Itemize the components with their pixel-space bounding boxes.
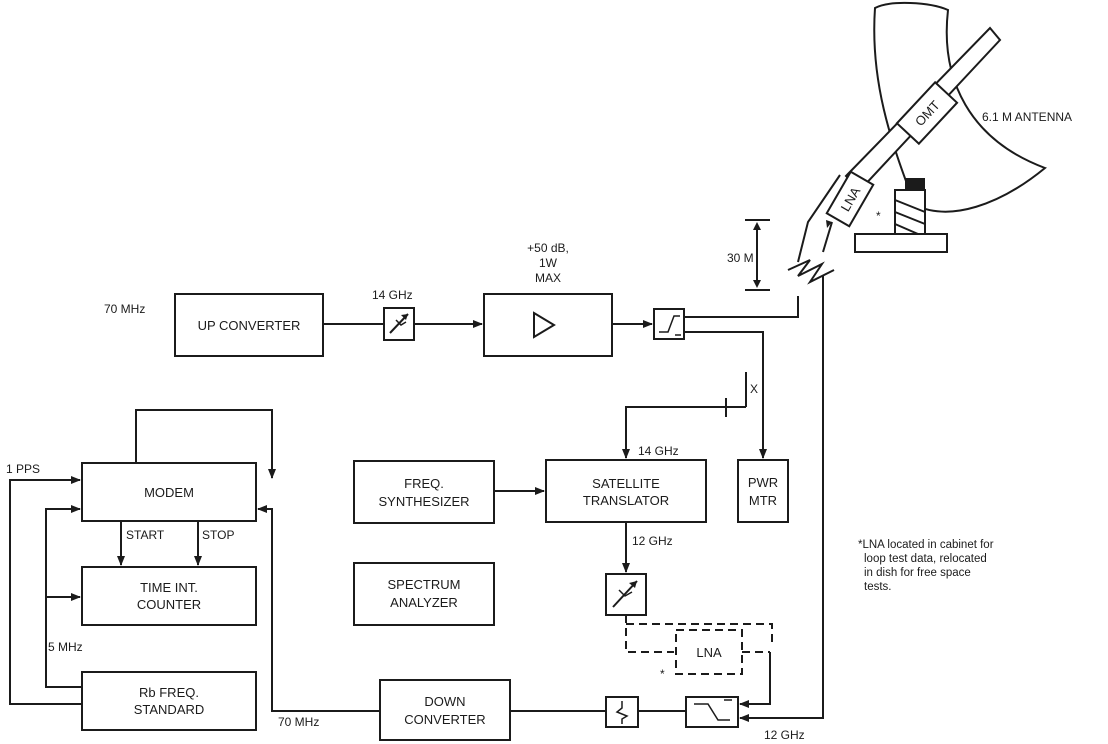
coupler-uplink <box>653 308 685 340</box>
note-line-4: tests. <box>864 581 891 593</box>
attenuator-downlink <box>605 573 647 616</box>
amplifier-triangle-icon <box>533 311 556 339</box>
antenna-assembly: 30 M OMT LNA * 6.1 M ANTENNA <box>727 1 1072 291</box>
translator-label-1: SATELLITE <box>592 476 660 491</box>
time-interval-counter-block: TIME INT. COUNTER <box>81 566 257 626</box>
line-bypass-dashed <box>626 623 773 646</box>
rb-std-label-1: Rb FREQ. <box>139 685 199 700</box>
note-line-1: *LNA located in cabinet for <box>858 539 994 551</box>
amp-gain-label: +50 dB, <box>527 241 569 255</box>
lna-antenna-asterisk: * <box>876 209 881 223</box>
antenna-base <box>854 233 948 253</box>
cable-length-label: 30 M <box>727 251 754 265</box>
translator-label-2: TRANSLATOR <box>583 493 669 508</box>
amplifier-block: +50 dB, 1W MAX <box>483 241 613 357</box>
lna-dashed-label: LNA <box>696 645 722 660</box>
spectrum-label-1: SPECTRUM <box>388 577 461 592</box>
lna-footnote: *LNA located in cabinet for loop test da… <box>858 539 994 593</box>
line-to-coupler2 <box>739 660 771 708</box>
synth-label-2: SYNTHESIZER <box>378 494 469 509</box>
downconv-label-2: CONVERTER <box>404 712 485 727</box>
line-modem-to-upconv <box>135 409 276 479</box>
lna-asterisk: * <box>660 667 665 681</box>
line-atten-to-lna-dashed <box>625 615 674 653</box>
line-downconv-to-modem <box>257 505 380 712</box>
coupler-uplink-icon <box>659 315 680 333</box>
satellite-translator-block: SATELLITE TRANSLATOR <box>545 459 707 523</box>
label-5mhz: 5 MHz <box>48 640 83 654</box>
rb-frequency-standard-block: Rb FREQ. STANDARD <box>81 671 257 731</box>
frequency-synthesizer-block: FREQ. SYNTHESIZER <box>353 460 495 524</box>
rb-std-label-2: STANDARD <box>134 702 205 717</box>
label-start: START <box>126 528 165 542</box>
up-converter-block: UP CONVERTER <box>174 293 324 357</box>
label-x: X <box>750 382 758 396</box>
label-12ghz-bottom: 12 GHz <box>764 728 805 742</box>
pwr-mtr-label-1: PWR <box>748 475 778 490</box>
line-coupler-to-pwr-mtr <box>684 331 767 459</box>
label-12ghz-mid: 12 GHz <box>632 534 673 548</box>
antenna-feed-downlink <box>822 221 833 253</box>
cable-break-icon <box>787 259 835 285</box>
antenna-feed-uplink <box>797 174 841 263</box>
modem-label: MODEM <box>144 485 194 500</box>
label-14ghz-top: 14 GHz <box>372 288 413 302</box>
label-stop: STOP <box>202 528 234 542</box>
lna-antenna-box <box>825 170 875 228</box>
up-converter-label: UP CONVERTER <box>198 318 301 333</box>
line-antenna-downlink <box>739 276 824 722</box>
label-70mhz-bottom: 70 MHz <box>278 715 319 729</box>
lna-dashed-block: LNA * <box>660 629 743 681</box>
antenna-mount <box>905 178 925 192</box>
down-converter-block: DOWN CONVERTER <box>379 679 511 741</box>
spectrum-label-2: ANALYZER <box>390 595 458 610</box>
amp-power-label: 1W <box>539 256 558 270</box>
label-1pps: 1 PPS <box>6 462 40 476</box>
signal-labels: 70 MHz 14 GHz 1 PPS START STOP 5 MHz 70 … <box>6 288 805 742</box>
line-1pps <box>9 476 82 705</box>
counter-label-1: TIME INT. <box>140 580 198 595</box>
omt-box <box>895 80 959 146</box>
pwr-mtr-label-2: MTR <box>749 493 777 508</box>
counter-label-2: COUNTER <box>137 597 201 612</box>
note-line-3: in dish for free space <box>864 567 971 579</box>
filter-icon <box>615 701 629 724</box>
antenna-pedestal <box>894 189 926 235</box>
power-meter-block: PWR MTR <box>737 459 789 523</box>
signal-lines <box>9 276 824 722</box>
label-70mhz-top: 70 MHz <box>104 302 145 316</box>
attenuator-uplink <box>383 307 415 341</box>
coupler-downlink <box>685 696 739 728</box>
filter-downlink <box>605 696 639 728</box>
spectrum-analyzer-block: SPECTRUM ANALYZER <box>353 562 495 626</box>
note-line-2: loop test data, relocated <box>864 553 987 565</box>
antenna-dish <box>873 1 1047 213</box>
line-coupler-to-antenna <box>684 296 799 318</box>
amp-max-label: MAX <box>535 271 561 285</box>
line-loop-to-translator <box>622 406 746 459</box>
synth-label-1: FREQ. <box>404 476 444 491</box>
antenna-label: 6.1 M ANTENNA <box>982 110 1072 124</box>
modem-block: MODEM <box>81 462 257 522</box>
coupler-downlink-icon <box>694 703 730 721</box>
downconv-label-1: DOWN <box>424 694 465 709</box>
label-14ghz-mid: 14 GHz <box>638 444 679 458</box>
